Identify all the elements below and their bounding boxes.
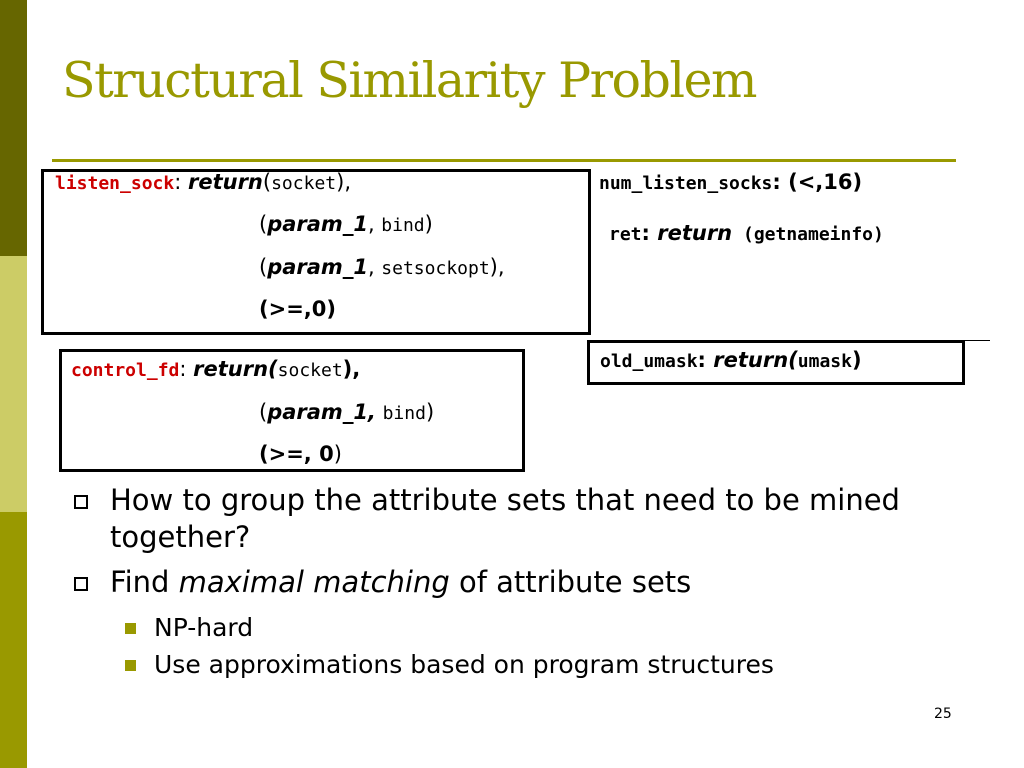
bullet-list: How to group the attribute sets that nee… (74, 482, 974, 683)
old-umask-box (587, 340, 965, 385)
hollow-square-bullet-icon (74, 495, 88, 509)
num-listen-socks-line: num_listen_socks: (<,16) (599, 170, 863, 194)
listen-sock-line-4: (>=,0) (259, 297, 336, 321)
control-fd-line-2: (param_1, bind) (259, 400, 435, 424)
control-fd-line-3: (>=, 0) (259, 442, 342, 466)
hollow-square-bullet-icon (74, 577, 88, 591)
sidebar-band-light (0, 256, 27, 512)
control-fd-box (59, 349, 525, 472)
filled-square-bullet-icon (125, 660, 136, 671)
listen-sock-name: listen_sock (55, 173, 175, 194)
ret-name: ret (609, 224, 642, 245)
list-item: How to group the attribute sets that nee… (74, 482, 974, 556)
listen-sock-line-2: (param_1, bind) (259, 212, 433, 236)
title-underline (52, 159, 956, 162)
control-fd-name: control_fd (71, 360, 180, 381)
sub-list-item: NP-hard (74, 609, 974, 646)
control-fd-line-1: control_fd: return(socket), (71, 357, 361, 381)
page-number: 25 (934, 706, 952, 722)
old-umask-line: old_umask: return(umask) (600, 348, 862, 372)
listen-sock-line-1: listen_sock: return(socket), (55, 170, 351, 194)
filled-square-bullet-icon (125, 623, 136, 634)
slide-title: Structural Similarity Problem (62, 52, 758, 109)
sidebar-band-dark (0, 0, 27, 256)
listen-sock-line-3: (param_1, setsockopt), (259, 255, 505, 279)
num-listen-socks-name: num_listen_socks (599, 173, 773, 194)
list-item: Find maximal matching of attribute sets (74, 564, 974, 601)
old-umask-name: old_umask (600, 351, 698, 372)
sub-list-item: Use approximations based on program stru… (74, 646, 974, 683)
listen-sock-box (41, 169, 591, 335)
ret-line: ret: return (getnameinfo) (609, 221, 884, 245)
sidebar-band-mid (0, 512, 27, 768)
